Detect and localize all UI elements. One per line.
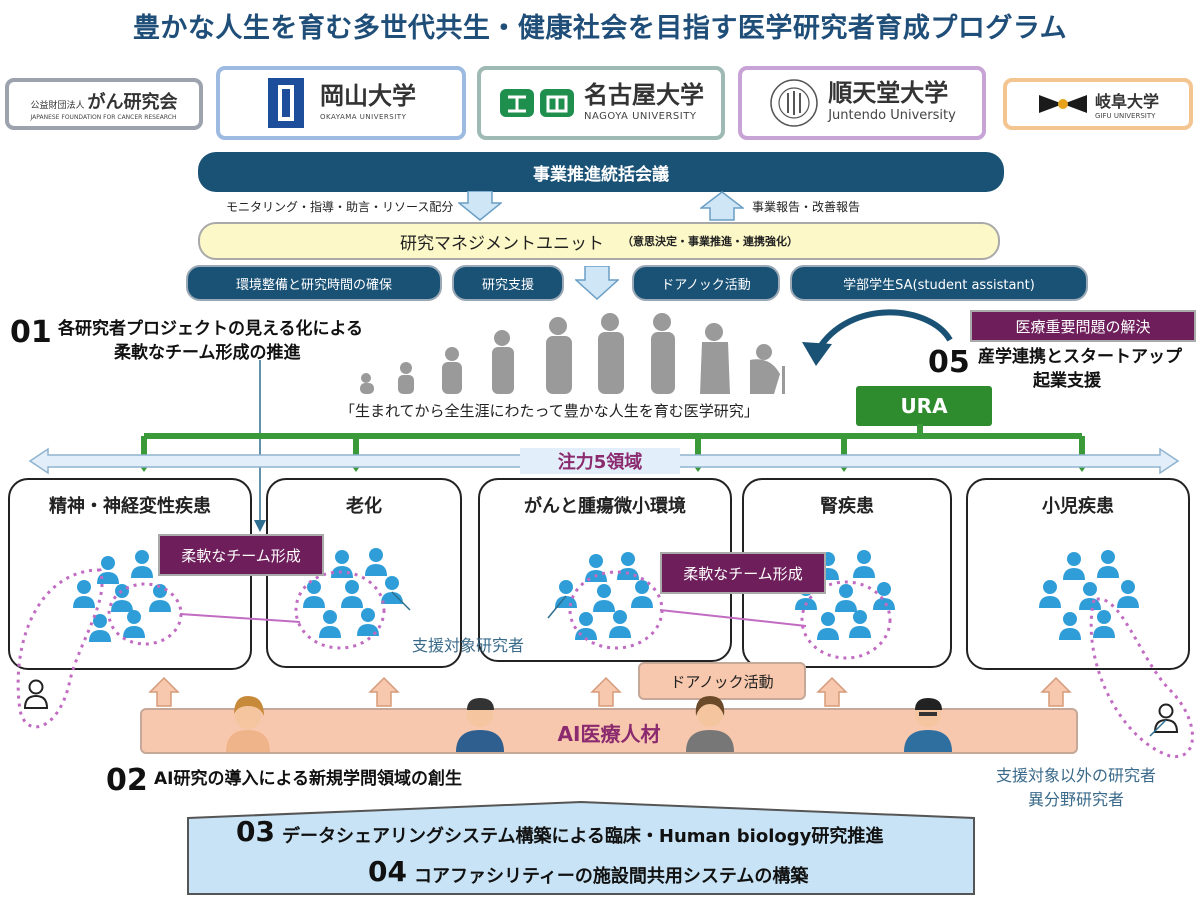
avatar-2 [456,698,504,752]
lifetime-caption: 「生まれてから全生涯にわたって豊かな人生を育む医学研究」 [340,402,759,420]
arrow-down-label: モニタリング・指導・助言・リソース配分 [226,200,454,214]
item05-number: 05 [928,345,970,380]
juntendo-en: Juntendo University [828,108,956,124]
jfcr-en: JAPANESE FOUNDATION FOR CANCER RESEARCH [30,113,177,121]
item01-number: 01 [10,315,52,350]
item05-text: 産学連携とスタートアップ 起業支援 [978,346,1182,394]
nagoya-name: 名古屋大学 [584,81,704,109]
gifu-emblem-icon [1038,95,1087,113]
nagoya-en: NAGOYA UNIVERSITY [584,111,697,122]
domain-title-cancer: がんと腫瘍微小環境 [524,496,686,517]
item01-line2: 柔軟なチーム形成の推進 [114,342,301,363]
logo-jfcr: 公益財団法人 がん研究会 JAPANESE FOUNDATION FOR CAN… [5,78,203,130]
management-unit-sub: （意思決定・事業推進・連携強化） [622,235,798,248]
item02-text: AI研究の導入による新規学問領域の創生 [154,769,462,789]
team-people-diagram [16,548,1194,758]
ai-talent-label: AI医療人材 [557,722,661,746]
gifu-name: 岐阜大学 [1094,92,1159,111]
avatar-1 [226,696,270,752]
domain-title-kidney: 腎疾患 [820,496,874,517]
logo-gifu: 岐阜大学 GIFU UNIVERSITY [1003,78,1193,130]
supported-researchers-label: 支援対象研究者 [412,636,525,655]
domain-title-neuro: 精神・神経変性疾患 [49,496,211,517]
domain-title-pediatric: 小児疾患 [1042,496,1114,517]
okayama-emblem-icon [268,78,304,128]
others-line2: 異分野研究者 [1027,790,1124,809]
item01-text: 各研究者プロジェクトの見える化による 柔軟なチーム形成の推進 [58,318,363,366]
pill-research-support: 研究支援 [452,265,564,301]
pill-student-assistant: 学部学生SA(student assistant) [790,265,1088,301]
door-knock-label: ドアノック活動 [638,662,806,700]
lifetime-silhouettes [360,313,785,394]
item02-number: 02 [106,763,148,798]
item03-number: 03 [236,815,275,848]
domain-title-aging: 老化 [346,496,382,517]
page-title: 豊かな人生を育む多世代共生・健康社会を目指す医学研究者育成プログラム [132,13,1068,44]
others-label: 支援対象以外の研究者 異分野研究者 [966,764,1186,812]
item04-number: 04 [368,855,407,888]
item05-tag: 医療重要問題の解決 [970,310,1196,342]
item04-text: コアファシリティーの施設間共用システムの構築 [414,866,809,887]
arrow-down-icon [575,266,619,300]
curved-arrow-icon [802,309,953,366]
juntendo-emblem-icon [770,79,818,127]
pill-environment: 環境整備と研究時間の確保 [186,265,442,301]
arrow-up-icon [700,191,744,221]
management-unit-label: 研究マネジメントユニット [400,233,604,254]
pill-door-knock: ドアノック活動 [632,265,780,301]
management-unit-bar: 研究マネジメントユニット （意思決定・事業推進・連携強化） [198,222,1000,260]
ura-box: URA [856,386,992,426]
avatar-4 [904,698,952,752]
ai-talent-avatars [226,696,952,752]
item05-line2: 起業支援 [1033,370,1101,391]
council-bar: 事業推進統括会議 [198,152,1004,192]
team-tag-2: 柔軟なチーム形成 [660,552,826,594]
okayama-name: 岡山大学 [320,81,416,110]
arrow-up-label: 事業報告・改善報告 [752,200,861,214]
gifu-en: GIFU UNIVERSITY [1094,112,1156,120]
others-line1: 支援対象以外の研究者 [995,766,1156,785]
logo-nagoya: 名古屋大学 NAGOYA UNIVERSITY [477,66,725,140]
nagoya-emblem-icon [500,89,574,117]
item01-line1: 各研究者プロジェクトの見える化による [58,319,363,339]
focus-label: 注力5領域 [520,448,680,474]
jfcr-prefix: 公益財団法人 [30,100,85,111]
item03-text: データシェアリングシステム構築による臨床・Human biology研究推進 [282,826,884,847]
juntendo-name: 順天堂大学 [828,79,949,108]
arrow-down-icon [458,191,502,221]
team-tag-1: 柔軟なチーム形成 [158,534,324,576]
jfcr-name: がん研究会 [87,91,178,113]
item01-pointer-line [254,360,266,532]
logo-juntendo: 順天堂大学 Juntendo University [738,66,986,140]
bottom-pentagon [187,800,975,895]
avatar-3 [686,696,734,752]
item05-line1: 産学連携とスタートアップ [978,347,1182,367]
logo-okayama: 岡山大学 OKAYAMA UNIVERSITY [216,66,466,140]
okayama-en: OKAYAMA UNIVERSITY [320,112,407,121]
